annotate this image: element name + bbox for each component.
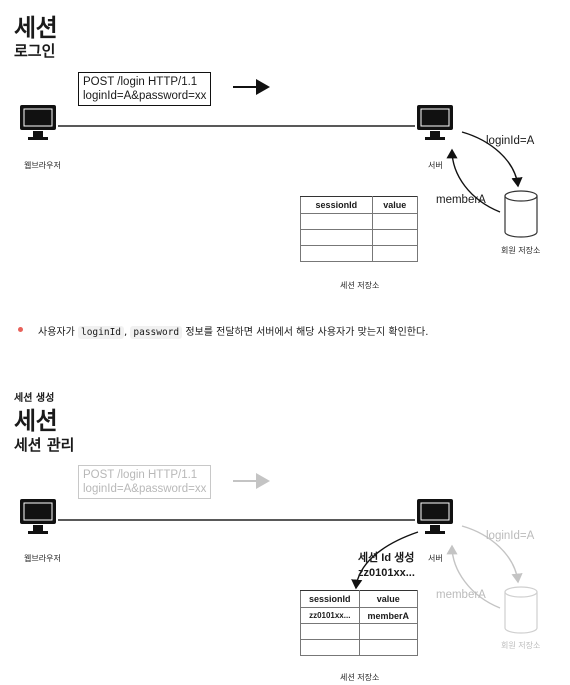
bullet-code-loginid: loginId: [77, 326, 125, 339]
section1-server-label: 서버: [428, 161, 443, 170]
section2-db-label: 회원 저장소: [501, 641, 541, 650]
browser-monitor-icon-2: [20, 499, 56, 534]
section2-browser-label: 웹브라우저: [24, 554, 61, 563]
bullet-code-password: password: [130, 326, 183, 339]
table-row: [300, 623, 418, 640]
bullet-text-before: 사용자가: [38, 327, 78, 338]
bullet-separator: ,: [124, 327, 131, 338]
bullet-text: 사용자가 loginId, password 정보를 전달하면 서버에서 해당 …: [38, 323, 429, 339]
table-header-value: value: [371, 196, 419, 214]
section2-server-label: 서버: [428, 554, 443, 563]
table-row: [300, 213, 419, 230]
section1-db-label: 회원 저장소: [501, 246, 541, 255]
table-cell-sessionid: zz0101xx...: [300, 607, 360, 624]
note-line-2: zz0101xx...: [358, 567, 415, 579]
request-line-1: POST /login HTTP/1.1: [83, 76, 198, 88]
section2-request-box: POST /login HTTP/1.1 loginId=A&password=…: [78, 465, 212, 499]
section1-subtitle: 로그인: [14, 42, 56, 60]
bullet-text-after: 정보를 전달하면 서버에서 해당 사용자가 맞는지 확인한다.: [182, 327, 429, 338]
section2-title: 세션: [14, 407, 58, 435]
bullet-dot: [18, 327, 23, 332]
request-line-2: loginId=A&password=xx: [83, 483, 207, 495]
server-monitor-icon: [417, 105, 453, 140]
browser-monitor-icon: [20, 105, 56, 140]
member-db-icon: [504, 190, 538, 238]
section2-table-label: 세션 저장소: [340, 673, 380, 682]
section1-table-label: 세션 저장소: [340, 281, 380, 290]
section1-edge-member: memberA: [436, 194, 486, 206]
section1-title: 세션: [14, 14, 58, 42]
table-row: [300, 245, 419, 262]
section2-small-heading: 세션 생성: [14, 393, 55, 404]
table-header-sessionid: sessionId: [300, 590, 360, 608]
note-line-1: 세션 Id 생성: [358, 552, 415, 564]
section2-edge-member: memberA: [436, 589, 486, 601]
section1-session-table: sessionId value: [300, 196, 419, 262]
section2-edge-login: loginId=A: [486, 530, 535, 542]
table-row: zz0101xx... memberA: [300, 607, 418, 624]
table-header-value: value: [358, 590, 418, 608]
table-cell-value: memberA: [358, 607, 418, 624]
section1-request-box: POST /login HTTP/1.1 loginId=A&password=…: [78, 72, 212, 106]
table-row: [300, 229, 419, 246]
table-header-sessionid: sessionId: [300, 196, 373, 214]
server-monitor-icon-2: [417, 499, 453, 534]
section2-subtitle: 세션 관리: [14, 436, 75, 454]
request-line-2: loginId=A&password=xx: [83, 90, 207, 102]
request-line-1: POST /login HTTP/1.1: [83, 469, 198, 481]
session-id-note: 세션 Id 생성 zz0101xx...: [358, 551, 415, 581]
table-row: [300, 639, 418, 656]
section1-browser-label: 웹브라우저: [24, 161, 61, 170]
section2-session-table: sessionId value zz0101xx... memberA: [300, 590, 418, 656]
section1-edge-login: loginId=A: [486, 135, 535, 147]
member-db-icon-2: [504, 586, 538, 634]
